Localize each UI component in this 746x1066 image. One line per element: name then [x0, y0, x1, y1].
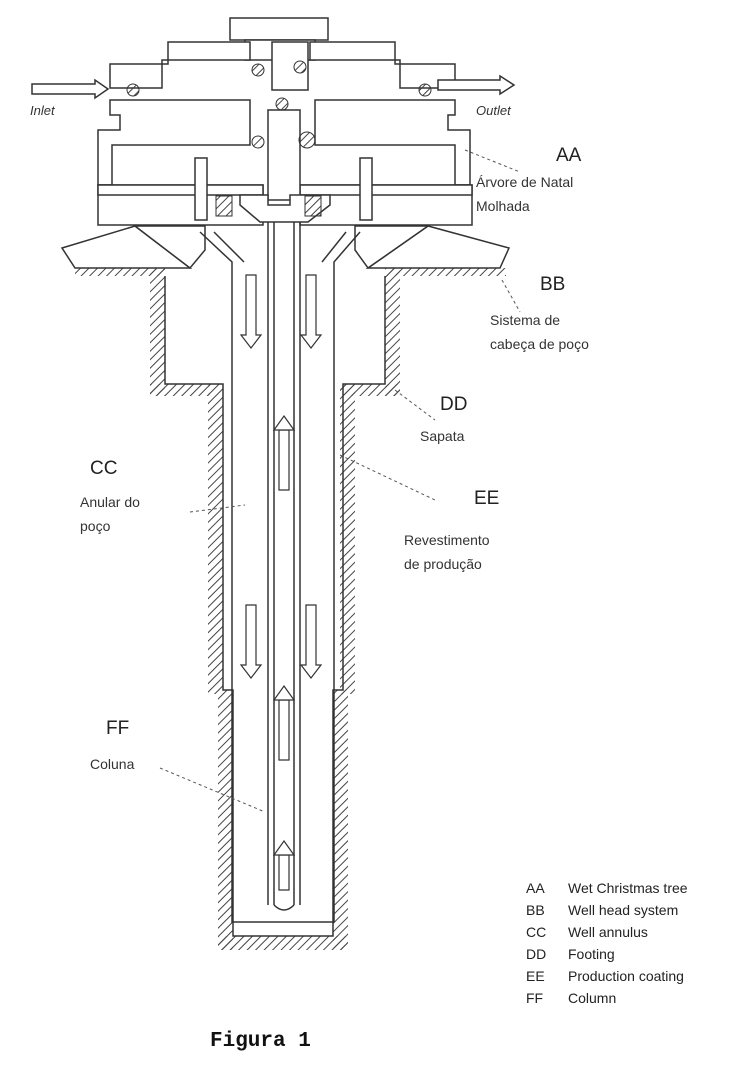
legend-row: BBWell head system	[526, 899, 688, 921]
legend-code: AA	[526, 877, 568, 899]
legend-row: DDFooting	[526, 943, 688, 965]
label-ff-line1: Coluna	[90, 752, 134, 776]
legend-text: Column	[568, 987, 616, 1009]
label-aa-code: AA	[556, 145, 581, 167]
formation-hatch	[75, 268, 506, 950]
legend-row: EEProduction coating	[526, 965, 688, 987]
label-ee-line2: de produção	[404, 552, 482, 576]
wellhead-system	[62, 226, 509, 268]
legend-row: AAWet Christmas tree	[526, 877, 688, 899]
up-arrow-icon	[274, 416, 294, 490]
label-bb-line2: cabeça de poço	[490, 332, 589, 356]
leader-ff	[160, 768, 265, 812]
label-ff-code: FF	[106, 718, 129, 740]
leader-dd	[395, 390, 435, 420]
legend-code: EE	[526, 965, 568, 987]
legend-text: Well annulus	[568, 921, 648, 943]
label-aa-line1: Árvore de Natal	[476, 170, 573, 194]
label-dd-code: DD	[440, 394, 467, 416]
label-cc-line2: poço	[80, 514, 110, 538]
label-dd-line1: Sapata	[420, 424, 464, 448]
leader-aa	[465, 150, 520, 172]
down-arrow-icon	[301, 275, 321, 348]
production-column	[268, 222, 300, 910]
legend: AAWet Christmas tree BBWell head system …	[526, 877, 688, 1009]
inlet-label: Inlet	[30, 103, 55, 118]
legend-code: CC	[526, 921, 568, 943]
inlet-arrow-icon	[32, 80, 108, 98]
legend-text: Footing	[568, 943, 615, 965]
label-bb-line1: Sistema de	[490, 308, 560, 332]
up-arrow-icon	[274, 686, 294, 760]
legend-row: FFColumn	[526, 987, 688, 1009]
legend-code: FF	[526, 987, 568, 1009]
label-cc-line1: Anular do	[80, 490, 140, 514]
down-arrow-icon	[241, 275, 261, 348]
label-aa-line2: Molhada	[476, 194, 530, 218]
legend-text: Production coating	[568, 965, 684, 987]
legend-code: BB	[526, 899, 568, 921]
figure-caption: Figura 1	[210, 1030, 311, 1053]
down-arrow-icon	[301, 605, 321, 678]
legend-text: Well head system	[568, 899, 678, 921]
legend-text: Wet Christmas tree	[568, 877, 688, 899]
label-bb-code: BB	[540, 274, 565, 296]
flow-arrows	[241, 275, 321, 890]
up-arrow-icon	[274, 841, 294, 890]
legend-row: CCWell annulus	[526, 921, 688, 943]
label-cc-code: CC	[90, 458, 117, 480]
label-ee-code: EE	[474, 488, 499, 510]
down-arrow-icon	[241, 605, 261, 678]
label-ee-line1: Revestimento	[404, 528, 490, 552]
outlet-label: Outlet	[476, 103, 511, 118]
legend-code: DD	[526, 943, 568, 965]
